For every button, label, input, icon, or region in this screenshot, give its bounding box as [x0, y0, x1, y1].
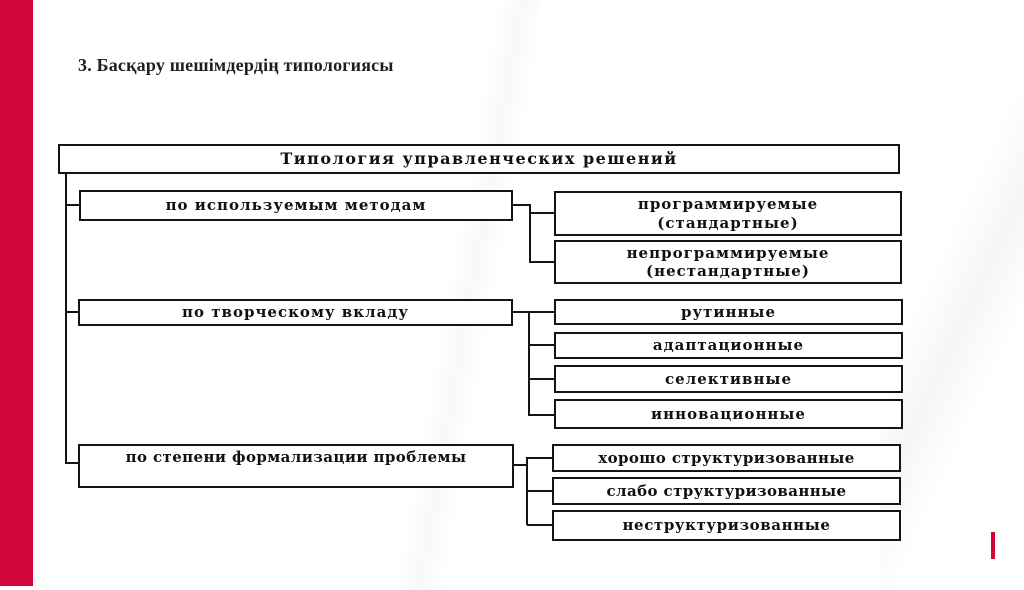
branch-label: по творческому вкладу [182, 303, 409, 322]
connector-line [530, 212, 554, 214]
child-label: инновационные [651, 404, 806, 423]
slide-title: 3. Басқару шешімдердің типологиясы [78, 55, 394, 75]
child-label: неструктуризованные [622, 516, 831, 535]
red-caret-mark [991, 532, 995, 559]
connector-line [529, 414, 554, 416]
connector-line [527, 457, 552, 459]
connector-stub [66, 311, 79, 313]
connector-line [513, 204, 531, 206]
child-box-well-structured: хорошо структуризованные [552, 444, 901, 472]
left-accent-bar [0, 0, 33, 586]
child-box-nonprogrammable: непрограммируемые (нестандартные) [554, 240, 902, 284]
child-label: слабо структуризованные [606, 481, 847, 500]
branch-label: по используемым методам [165, 196, 427, 215]
connector-trunk [65, 174, 67, 464]
branch-label: по степени формализации проблемы [125, 448, 467, 466]
branch-box-formalization: по степени формализации проблемы [78, 444, 514, 488]
child-box-weakly-structured: слабо структуризованные [552, 477, 901, 505]
branch-box-creative: по творческому вкладу [78, 299, 513, 326]
connector-line [529, 311, 554, 313]
connector-line [529, 204, 531, 263]
connector-stub [66, 462, 79, 464]
connector-line [529, 378, 554, 380]
child-label: непрограммируемые (нестандартные) [626, 243, 830, 280]
connector-line [527, 524, 552, 526]
connector-line [527, 490, 552, 492]
connector-stub [66, 204, 80, 206]
connector-line [530, 261, 554, 263]
diagram-root-label: Типология управленческих решений [280, 149, 678, 169]
child-label: хорошо структуризованные [598, 448, 855, 467]
connector-line [513, 311, 529, 313]
child-label: программируемые (стандартные) [637, 195, 819, 232]
child-label: селективные [664, 369, 793, 388]
connector-line [528, 311, 530, 416]
background-streak [400, 0, 540, 590]
child-box-adaptive: адаптационные [554, 332, 903, 359]
child-box-routine: рутинные [554, 299, 903, 325]
branch-box-methods: по используемым методам [79, 190, 513, 221]
child-box-selective: селективные [554, 365, 903, 393]
connector-line [514, 464, 528, 466]
child-label: адаптационные [652, 336, 805, 355]
child-box-innovative: инновационные [554, 399, 903, 429]
child-label: рутинные [680, 302, 777, 321]
child-box-unstructured: неструктуризованные [552, 510, 901, 541]
diagram-root-box: Типология управленческих решений [58, 144, 900, 174]
connector-line [529, 344, 554, 346]
child-box-programmable: программируемые (стандартные) [554, 191, 902, 236]
